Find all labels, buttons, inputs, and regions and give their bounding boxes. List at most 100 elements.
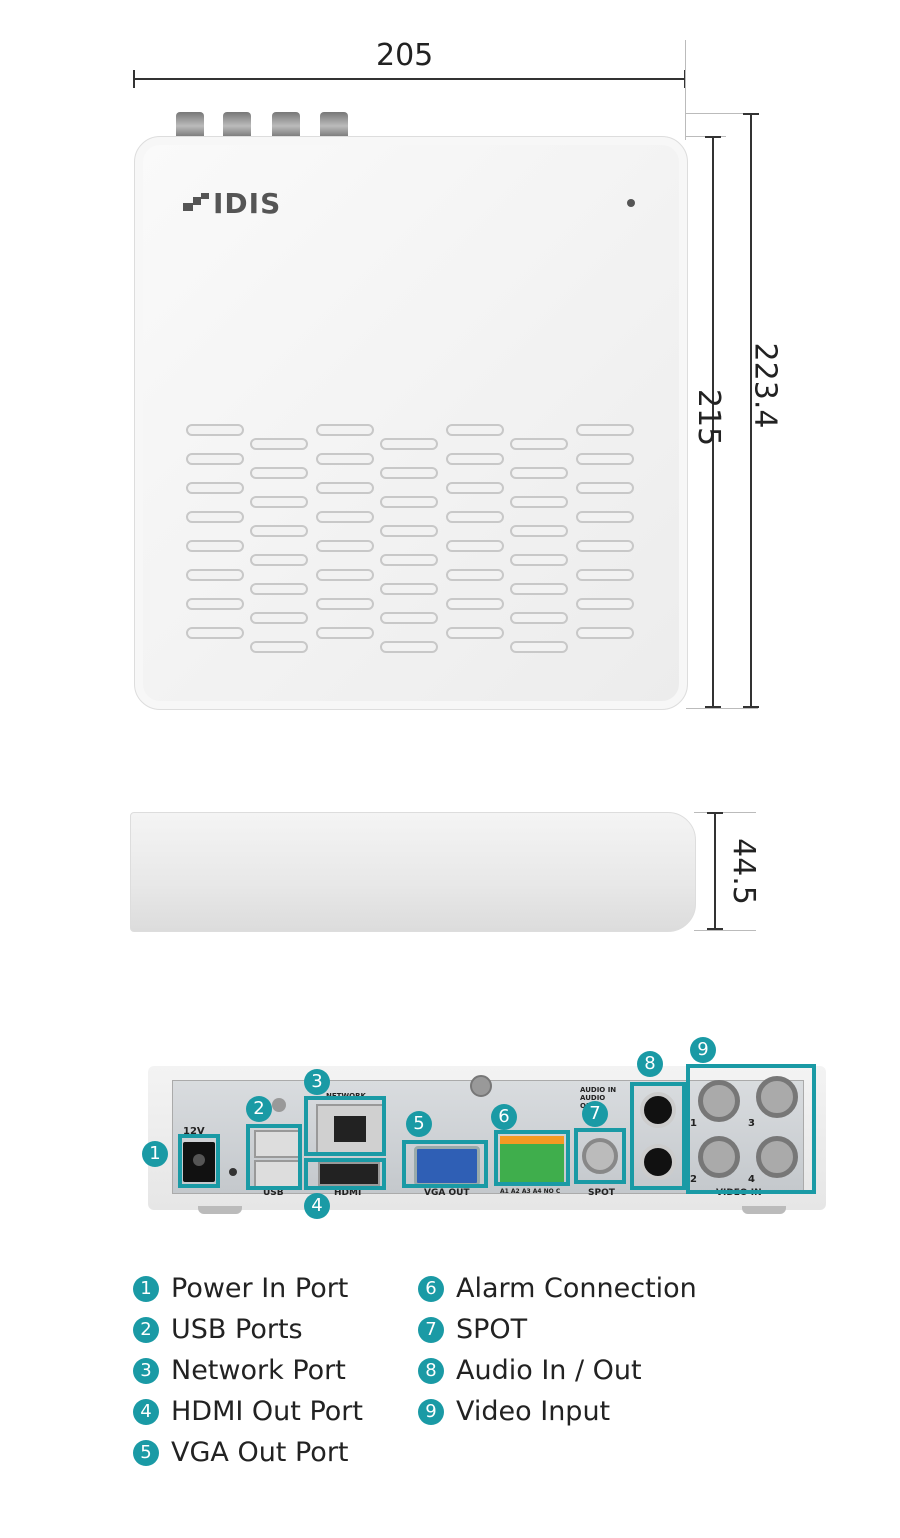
callout-badge-7: 7 xyxy=(582,1101,608,1127)
legend-item: 2 USB Ports xyxy=(133,1314,303,1345)
brand-name: IDIS xyxy=(213,187,282,220)
hdmi-label: HDMI xyxy=(334,1188,362,1198)
vent-slot xyxy=(380,554,438,566)
width-label: 205 xyxy=(376,38,434,73)
bnc-connector-icon xyxy=(272,112,300,140)
callout-box-usb xyxy=(246,1124,302,1190)
legend-badge: 5 xyxy=(133,1439,159,1466)
alarm-terminal-icon xyxy=(500,1136,564,1186)
vent-slot xyxy=(380,583,438,595)
vent-slot xyxy=(576,511,634,523)
callout-box-video xyxy=(686,1064,816,1194)
vent-slot xyxy=(316,424,374,436)
vent-slot xyxy=(316,540,374,552)
vent-slot xyxy=(576,598,634,610)
legend-label: Power In Port xyxy=(171,1273,349,1304)
legend-badge: 7 xyxy=(418,1316,444,1343)
vent-slot xyxy=(380,641,438,653)
video-bnc-icon xyxy=(756,1136,798,1178)
callout-badge-2: 2 xyxy=(246,1096,272,1122)
vent-slot xyxy=(446,540,504,552)
vent-slot xyxy=(510,467,568,479)
legend-badge: 4 xyxy=(133,1398,159,1425)
vent-slot xyxy=(380,438,438,450)
status-led-icon xyxy=(627,199,635,207)
power-label: 12V xyxy=(183,1126,205,1137)
vent-slot xyxy=(250,641,308,653)
legend-label: Network Port xyxy=(171,1355,346,1386)
legend-badge: 6 xyxy=(418,1275,444,1302)
legend-badge: 9 xyxy=(418,1398,444,1425)
vga-label: VGA OUT xyxy=(424,1188,470,1198)
spot-bnc-icon xyxy=(582,1138,618,1174)
legend-item: 1 Power In Port xyxy=(133,1273,348,1304)
callout-badge-6: 6 xyxy=(491,1104,517,1130)
legend-badge: 8 xyxy=(418,1357,444,1384)
vent-slot xyxy=(316,569,374,581)
callout-badge-5: 5 xyxy=(406,1111,432,1137)
depth-total-label: 223.4 xyxy=(747,342,783,429)
vent-slot xyxy=(446,569,504,581)
legend-item: 8 Audio In / Out xyxy=(418,1355,642,1386)
vent-slot xyxy=(446,453,504,465)
vent-slot xyxy=(186,569,244,581)
legend-item: 6 Alarm Connection xyxy=(418,1273,697,1304)
usb-label: USB xyxy=(263,1188,284,1198)
power-jack-icon xyxy=(183,1142,215,1182)
vent-slot xyxy=(316,511,374,523)
vent-slot xyxy=(186,511,244,523)
video-bnc-icon xyxy=(698,1136,740,1178)
callout-box-audio xyxy=(630,1082,686,1190)
vent-slot xyxy=(576,424,634,436)
legend-label: Video Input xyxy=(456,1396,611,1427)
vent-slot xyxy=(250,583,308,595)
callout-box-hdmi xyxy=(304,1158,386,1190)
callout-box-power xyxy=(178,1134,220,1188)
vent-slot xyxy=(510,612,568,624)
channel-4-label: 4 xyxy=(748,1174,755,1185)
screw-icon xyxy=(272,1098,286,1112)
vent-slot xyxy=(576,482,634,494)
video-bnc-icon xyxy=(698,1080,740,1122)
legend-item: 5 VGA Out Port xyxy=(133,1437,349,1468)
legend-label: USB Ports xyxy=(171,1314,303,1345)
vent-slot xyxy=(316,482,374,494)
vent-slot xyxy=(510,525,568,537)
video-bnc-icon xyxy=(756,1076,798,1118)
vent-slot xyxy=(250,438,308,450)
vent-slot xyxy=(576,540,634,552)
vent-slot xyxy=(510,438,568,450)
depth-label: 215 xyxy=(691,388,727,447)
vent-slot xyxy=(316,598,374,610)
vent-slot xyxy=(510,554,568,566)
legend-badge: 1 xyxy=(133,1275,159,1302)
vent-slot xyxy=(186,453,244,465)
height-label: 44.5 xyxy=(725,838,761,905)
legend-label: VGA Out Port xyxy=(171,1437,349,1468)
callout-badge-1: 1 xyxy=(142,1141,168,1167)
vent-slot xyxy=(250,554,308,566)
callout-box-network xyxy=(304,1096,386,1156)
vent-slot xyxy=(510,641,568,653)
channel-1-label: 1 xyxy=(690,1118,697,1129)
callout-box-alarm xyxy=(494,1130,570,1186)
vent-slot xyxy=(446,627,504,639)
hdmi-port-icon xyxy=(318,1162,380,1186)
vent-slot xyxy=(510,496,568,508)
callout-badge-3: 3 xyxy=(304,1069,330,1095)
bnc-connector-icon xyxy=(223,112,251,140)
vent-slot xyxy=(380,496,438,508)
callout-badge-8: 8 xyxy=(637,1051,663,1077)
callout-box-vga xyxy=(402,1140,488,1188)
vent-slot xyxy=(380,612,438,624)
usb-port-icon xyxy=(254,1130,300,1158)
legend-item: 3 Network Port xyxy=(133,1355,346,1386)
callout-badge-9: 9 xyxy=(690,1037,716,1063)
legend-label: HDMI Out Port xyxy=(171,1396,363,1427)
vent-slot xyxy=(510,583,568,595)
vent-slot xyxy=(446,424,504,436)
legend-item: 9 Video Input xyxy=(418,1396,610,1427)
brand-logo: IDIS xyxy=(183,187,281,220)
vent-slot xyxy=(576,569,634,581)
channel-2-label: 2 xyxy=(690,1174,697,1185)
